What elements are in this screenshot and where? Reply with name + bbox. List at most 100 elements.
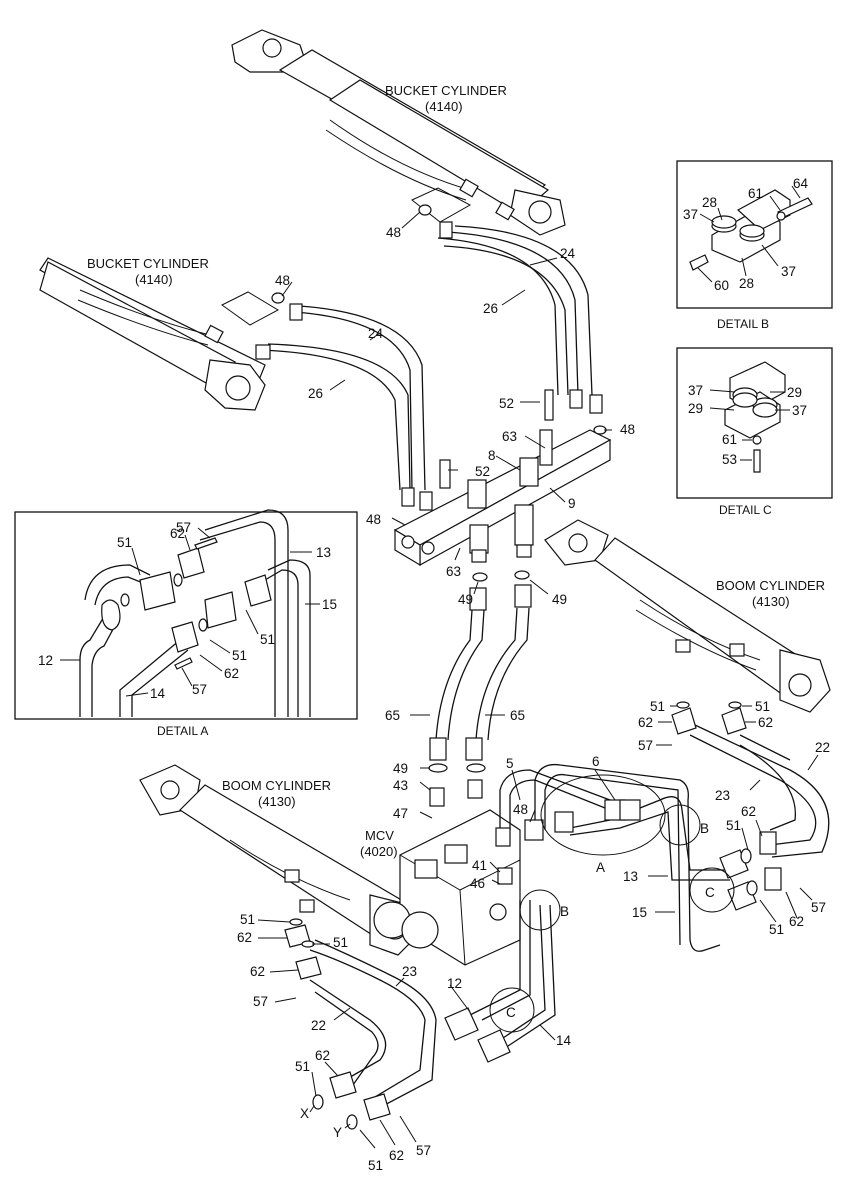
port-y-label: Y — [333, 1125, 342, 1140]
label-57: 57 — [253, 994, 268, 1009]
label-22: 22 — [815, 740, 830, 755]
label-23: 23 — [715, 788, 730, 803]
callout-c1-letter: C — [705, 885, 715, 900]
bucket-cylinder-left — [39, 257, 266, 411]
label-51: 51 — [650, 699, 665, 714]
label-62: 62 — [250, 964, 265, 979]
bucket-cylinder-left-title: BUCKET CYLINDER — [87, 256, 209, 271]
bucket-cylinder-top — [231, 29, 566, 236]
callout-b2-circle — [519, 889, 561, 931]
bucket-cylinder-top-title: BUCKET CYLINDER — [385, 83, 507, 98]
label-62: 62 — [638, 715, 653, 730]
callout-a-letter: A — [596, 860, 605, 875]
detail-c-caption: DETAIL C — [719, 503, 772, 517]
label-65: 65 — [385, 708, 400, 723]
label-51: 51 — [333, 935, 348, 950]
label-12: 12 — [447, 976, 462, 991]
label-61: 61 — [722, 432, 737, 447]
boom-cylinder-right-title: BOOM CYLINDER — [716, 578, 825, 593]
pipes-22-23-right — [671, 707, 830, 891]
label-62: 62 — [389, 1148, 404, 1163]
label-48: 48 — [366, 512, 381, 527]
label-12: 12 — [38, 653, 53, 668]
detail-c-drawing — [724, 361, 786, 473]
label-8: 8 — [488, 448, 496, 463]
label-57: 57 — [638, 738, 653, 753]
detail-c-labels: 37 29 29 37 61 53 — [688, 383, 807, 467]
label-24: 24 — [368, 326, 384, 341]
label-62: 62 — [170, 526, 185, 541]
boom-cylinder-right — [544, 519, 831, 713]
callout-c2-letter: C — [506, 1005, 516, 1020]
label-60: 60 — [714, 278, 729, 293]
callout-c2-circle — [489, 987, 535, 1033]
detail-b-labels: 64 61 28 37 37 28 60 — [683, 176, 809, 293]
label-5: 5 — [506, 756, 514, 771]
label-63: 63 — [446, 564, 461, 579]
leader-lines — [60, 185, 819, 1149]
detail-a-labels: 51 62 57 13 15 12 51 51 62 14 57 — [38, 520, 337, 701]
label-22: 22 — [311, 1018, 326, 1033]
label-13: 13 — [316, 545, 331, 560]
label-53: 53 — [722, 452, 737, 467]
detail-a-caption: DETAIL A — [157, 724, 208, 738]
detail-c-frame — [676, 347, 833, 499]
label-48: 48 — [513, 802, 528, 817]
label-6: 6 — [592, 754, 600, 769]
detail-a-drawing — [79, 509, 311, 717]
callout-b1-letter: B — [700, 821, 709, 836]
label-51: 51 — [368, 1158, 383, 1173]
boom-cylinder-right-code: (4130) — [752, 594, 790, 609]
label-61: 61 — [748, 186, 763, 201]
label-37: 37 — [683, 207, 698, 222]
hoses-upper — [255, 221, 603, 511]
label-57: 57 — [811, 900, 826, 915]
boom-cylinder-left-code: (4130) — [258, 794, 296, 809]
label-24: 24 — [560, 246, 576, 261]
label-57: 57 — [192, 682, 207, 697]
detail-b-frame — [676, 160, 833, 309]
label-37: 37 — [688, 383, 703, 398]
callout-c1-circle — [689, 867, 735, 913]
label-52: 52 — [499, 396, 514, 411]
label-23: 23 — [402, 964, 417, 979]
detail-b-caption: DETAIL B — [717, 317, 769, 331]
label-51: 51 — [232, 648, 247, 663]
label-29: 29 — [688, 401, 703, 416]
label-57: 57 — [416, 1143, 431, 1158]
label-26: 26 — [308, 386, 323, 401]
detail-b-drawing — [689, 189, 813, 271]
port-x-label: X — [300, 1106, 309, 1121]
label-49: 49 — [458, 592, 473, 607]
label-62: 62 — [315, 1048, 330, 1063]
label-15: 15 — [322, 597, 337, 612]
label-41: 41 — [472, 858, 487, 873]
label-62: 62 — [758, 715, 773, 730]
label-14: 14 — [150, 686, 166, 701]
label-28: 28 — [702, 195, 717, 210]
detail-a-frame — [14, 511, 358, 720]
label-57: 57 — [176, 520, 191, 535]
label-13: 13 — [623, 869, 638, 884]
label-51: 51 — [295, 1059, 310, 1074]
pipes-22-23-left — [284, 924, 437, 1121]
label-48: 48 — [620, 422, 635, 437]
label-51: 51 — [755, 699, 770, 714]
bucket-cylinder-left-code: (4140) — [135, 272, 173, 287]
label-63: 63 — [502, 429, 517, 444]
label-51: 51 — [117, 535, 132, 550]
manifold-block — [393, 389, 612, 567]
label-26: 26 — [483, 301, 498, 316]
pipes-center — [444, 763, 757, 1063]
label-46: 46 — [470, 876, 485, 891]
label-51: 51 — [769, 922, 784, 937]
label-51: 51 — [260, 632, 275, 647]
label-37: 37 — [781, 264, 796, 279]
mcv-title: MCV — [365, 828, 394, 843]
label-29: 29 — [787, 385, 802, 400]
label-49: 49 — [552, 592, 567, 607]
label-14: 14 — [556, 1033, 572, 1048]
label-43: 43 — [393, 778, 408, 793]
